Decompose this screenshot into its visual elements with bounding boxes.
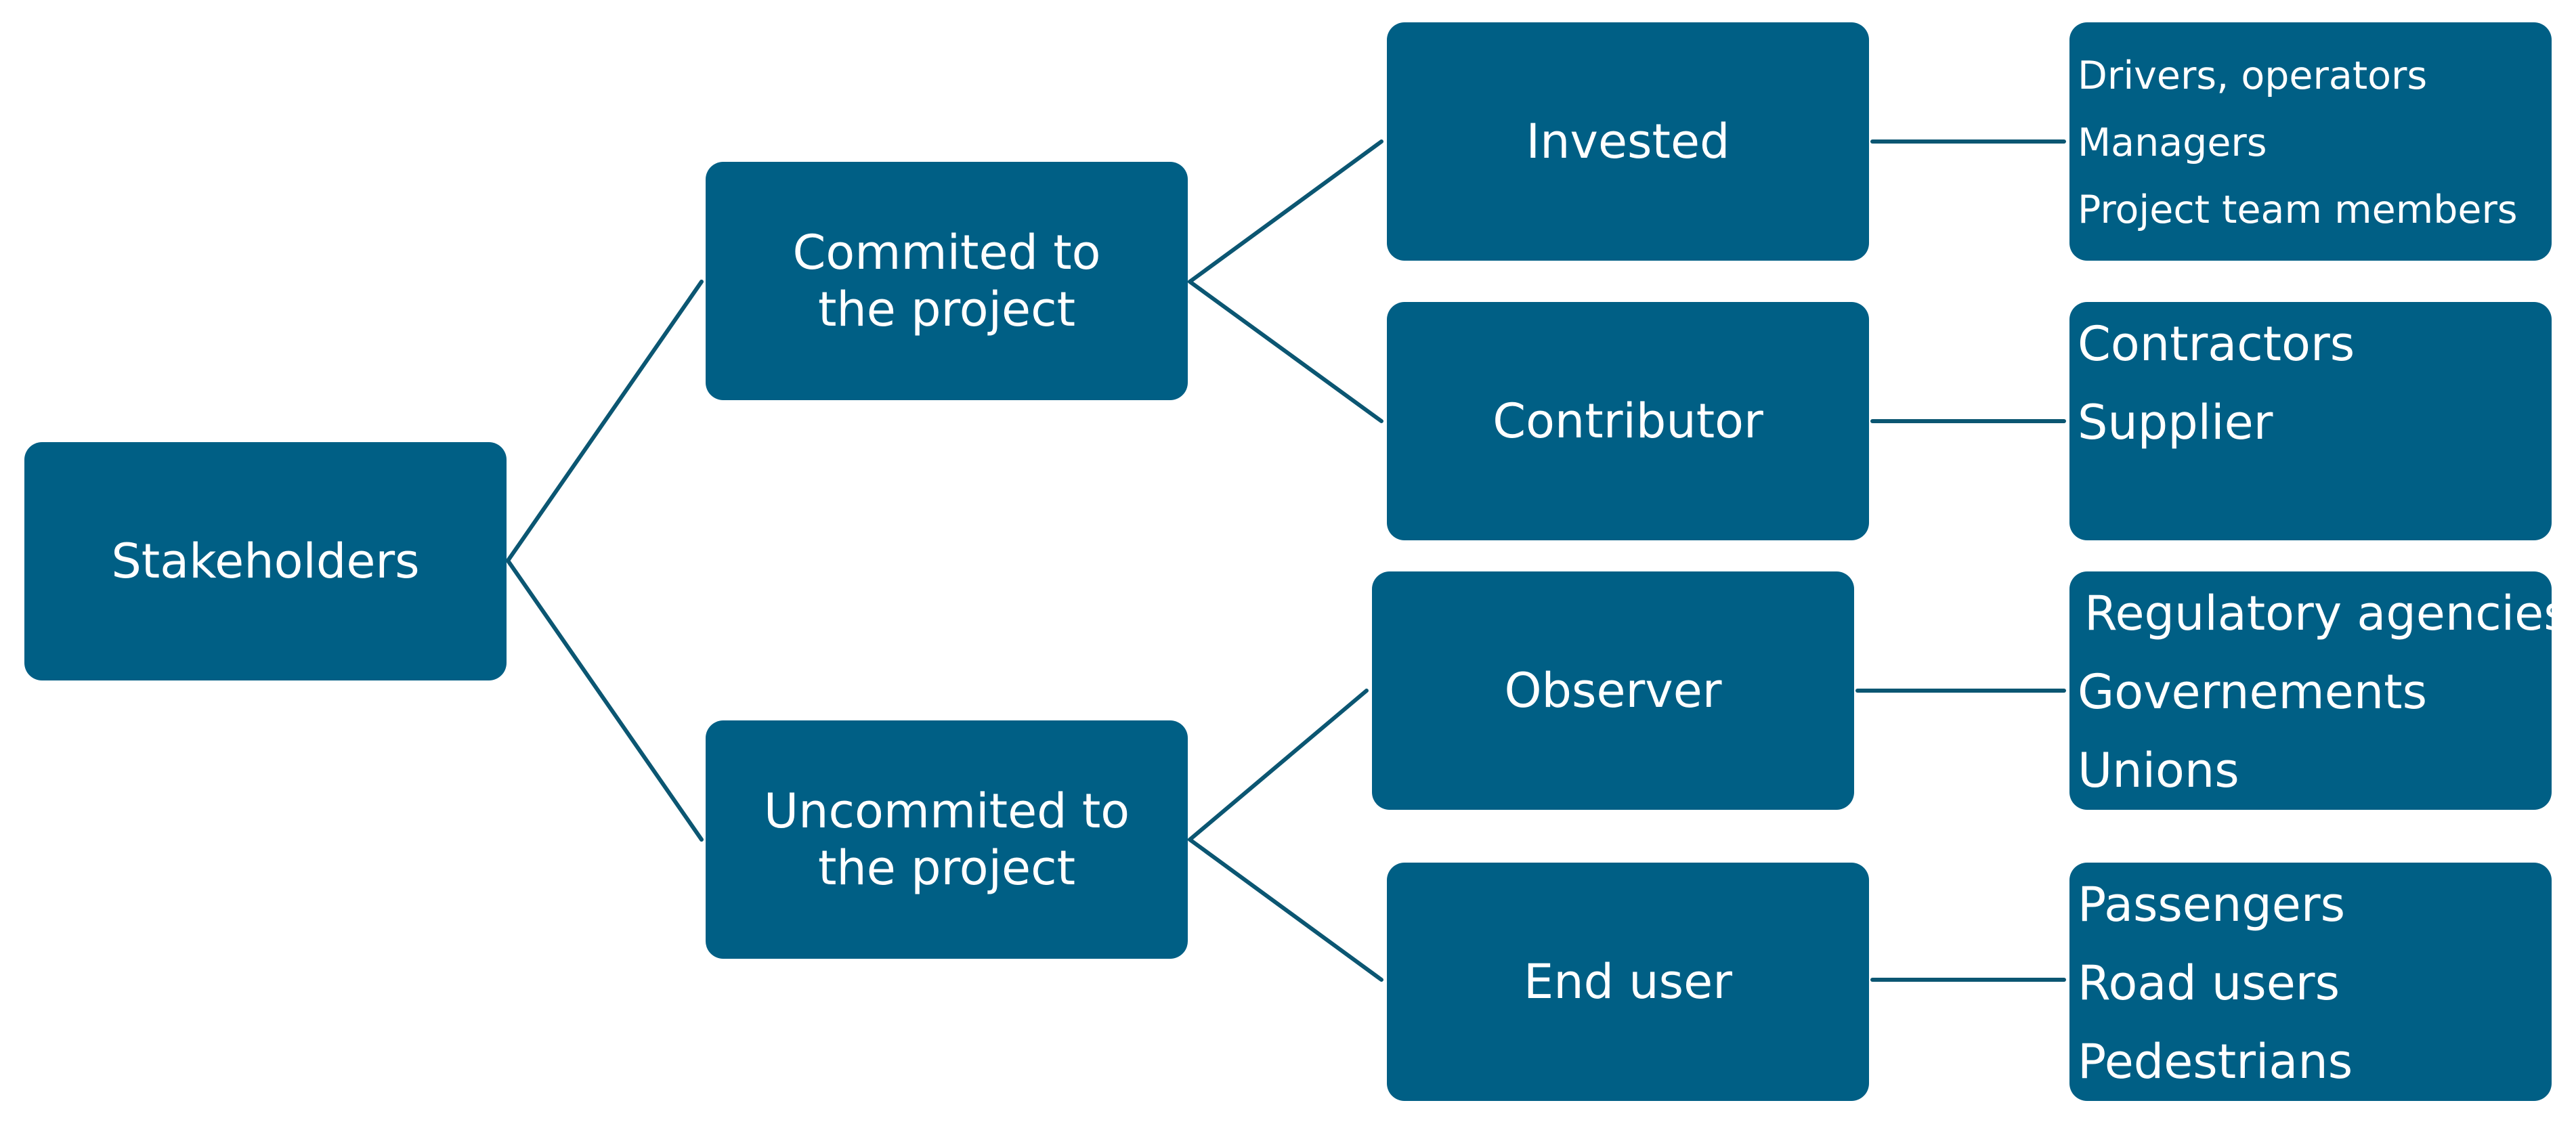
connector-uncommitted-end-user	[1188, 838, 1383, 982]
list-item: Pedestrians	[2078, 1034, 2353, 1089]
node-invested: Invested	[1387, 22, 1869, 261]
list-invested-members: Drivers, operators Managers Project team…	[2069, 22, 2552, 261]
node-stakeholders-label: Stakeholders	[111, 534, 420, 589]
node-contributor: Contributor	[1387, 302, 1869, 540]
connector-committed-invested	[1188, 139, 1383, 284]
node-observer-label: Observer	[1504, 663, 1722, 718]
list-item: Supplier	[2078, 395, 2273, 450]
node-end-user: End user	[1387, 863, 1869, 1101]
node-observer: Observer	[1372, 571, 1854, 810]
connector-stakeholders-uncommitted	[506, 559, 704, 842]
node-uncommitted: Uncommited to the project	[706, 720, 1188, 959]
node-end-user-label: End user	[1524, 954, 1732, 1010]
node-stakeholders: Stakeholders	[24, 442, 507, 680]
node-committed: Commited to the project	[706, 162, 1188, 400]
connector-uncommitted-observer	[1188, 689, 1369, 842]
node-contributor-label: Contributor	[1493, 393, 1763, 449]
node-uncommitted-label: Uncommited to the project	[763, 783, 1130, 896]
connector-stakeholders-committed	[506, 280, 704, 563]
node-committed-label: Commited to the project	[792, 225, 1101, 337]
list-item: Managers	[2078, 121, 2267, 165]
list-item: Contractors	[2078, 316, 2355, 372]
list-end-user-members: Passengers Road users Pedestrians	[2069, 863, 2552, 1101]
list-item: Regulatory agencies	[2084, 586, 2569, 641]
list-item: Drivers, operators	[2078, 53, 2428, 98]
node-invested-label: Invested	[1526, 114, 1730, 169]
connector-committed-contributor	[1188, 280, 1383, 423]
list-item: Project team members	[2078, 188, 2518, 232]
list-observer-members: Regulatory agencies Governements Unions	[2069, 571, 2569, 810]
list-item: Passengers	[2078, 877, 2346, 932]
list-item: Governements	[2078, 664, 2428, 720]
list-contributor-members: Contractors Supplier	[2069, 302, 2552, 540]
list-item: Unions	[2078, 743, 2239, 798]
list-item: Road users	[2078, 955, 2340, 1011]
